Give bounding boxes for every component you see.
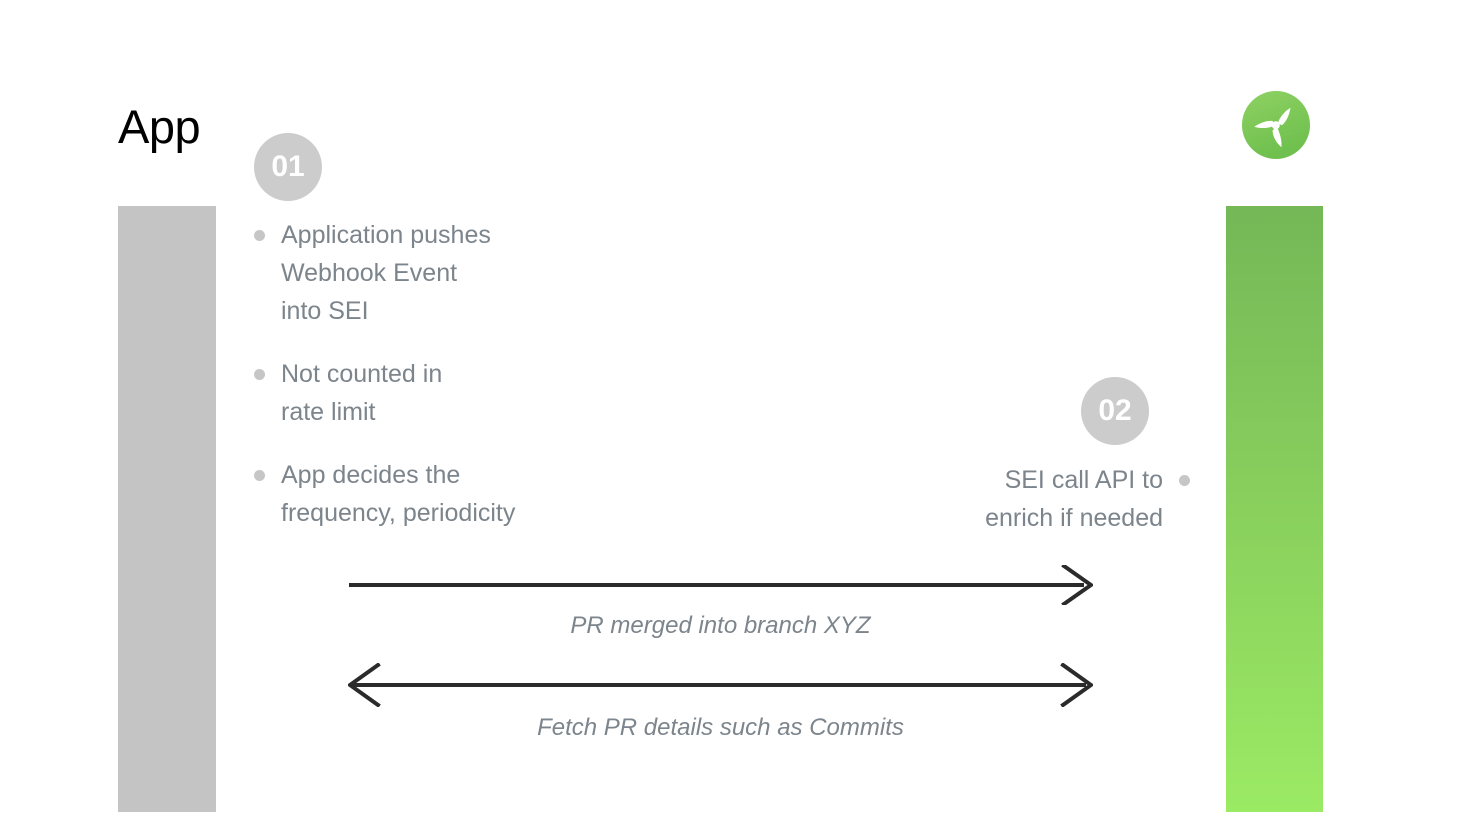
- message-2-label: Fetch PR details such as Commits: [537, 714, 904, 741]
- bullet-text: App decides the frequency, periodicity: [281, 461, 516, 527]
- step-badge-01-number: 01: [271, 150, 305, 183]
- bullet-dot-icon: [254, 369, 265, 380]
- bullet-dot-icon: [1179, 475, 1190, 486]
- sei-lane-bar: [1226, 206, 1323, 812]
- bullet-dot-icon: [254, 470, 265, 481]
- step-badge-02-number: 02: [1098, 394, 1132, 427]
- arrow-bidirectional-icon: [348, 663, 1093, 707]
- list-item: Application pushes Webhook Event into SE…: [254, 216, 515, 330]
- bullet-text: SEI call API to enrich if needed: [985, 466, 1163, 532]
- spacer: [348, 643, 1093, 663]
- step-02-bullet-list: SEI call API to enrich if needed: [985, 461, 1190, 537]
- step-01-bullet-list: Application pushes Webhook Event into SE…: [254, 216, 515, 532]
- step-badge-01: 01: [254, 133, 322, 201]
- message-sequence: PR merged into branch XYZ Fetch PR detai…: [348, 565, 1093, 745]
- page-title: App: [118, 100, 201, 153]
- bullet-dot-icon: [254, 230, 265, 241]
- message-1-label: PR merged into branch XYZ: [570, 612, 871, 639]
- bullet-text: Application pushes Webhook Event into SE…: [281, 221, 491, 325]
- message-1: PR merged into branch XYZ: [348, 565, 1093, 643]
- propeller-logo: [1241, 90, 1311, 160]
- message-2: Fetch PR details such as Commits: [348, 663, 1093, 745]
- list-item: App decides the frequency, periodicity: [254, 456, 515, 532]
- bullet-text: Not counted in rate limit: [281, 360, 443, 426]
- arrow-right-icon: [349, 565, 1093, 605]
- step-badge-02: 02: [1081, 377, 1149, 445]
- list-item: Not counted in rate limit: [254, 355, 515, 431]
- application-lane-bar: [118, 206, 216, 812]
- list-item: SEI call API to enrich if needed: [985, 461, 1190, 537]
